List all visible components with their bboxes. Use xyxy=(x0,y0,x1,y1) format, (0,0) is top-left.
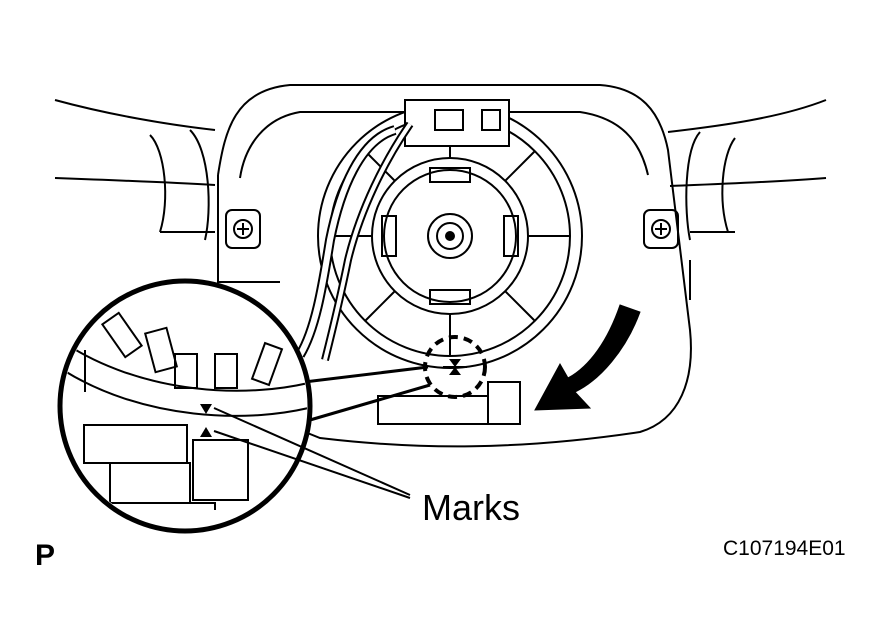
figure-code-label: C107194E01 xyxy=(723,537,846,560)
lower-connector xyxy=(377,381,521,425)
mark-triangle-icon xyxy=(200,427,212,437)
detail-magnifier xyxy=(57,278,313,534)
magnifier-leaders xyxy=(295,365,431,422)
rotation-arrow-icon xyxy=(534,304,641,411)
upper-connector xyxy=(404,99,510,147)
wire-harness xyxy=(295,121,414,361)
marks-callout-leaders xyxy=(213,407,411,499)
screw-icon xyxy=(643,209,679,249)
mark-triangle-icon xyxy=(200,404,212,414)
view-marker-label: P xyxy=(35,539,55,572)
screw-icon xyxy=(225,209,261,249)
mark-triangle-icon xyxy=(443,359,467,375)
marks-label: Marks xyxy=(422,487,520,528)
